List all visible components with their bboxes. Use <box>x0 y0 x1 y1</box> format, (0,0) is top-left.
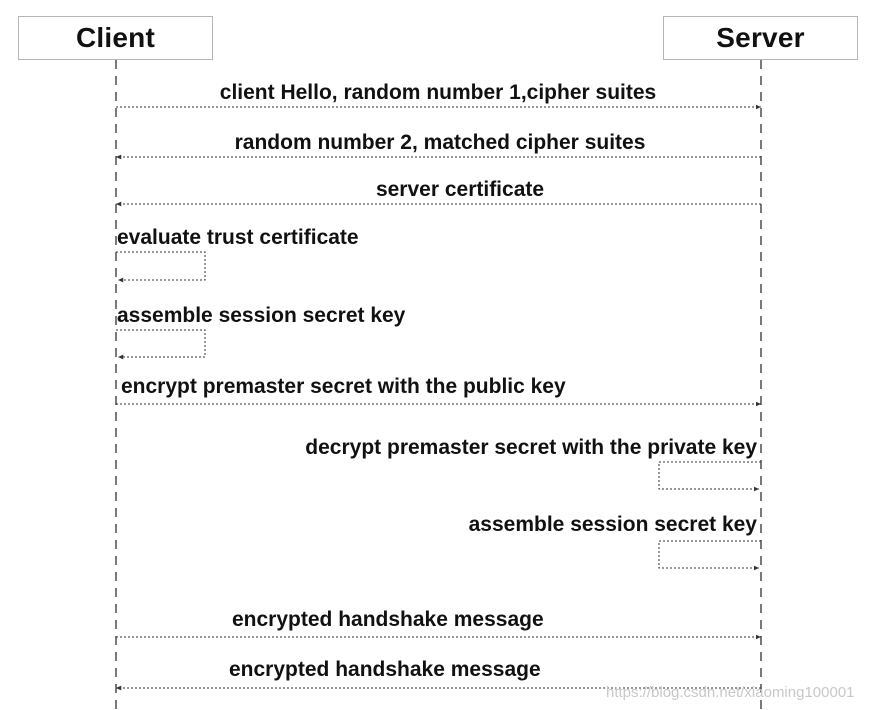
client-participant-box: Client <box>18 16 213 60</box>
message-label-10: encrypted handshake message <box>229 658 541 681</box>
server-participant-label: Server <box>716 22 805 53</box>
message-label-7: decrypt premaster secret with the privat… <box>305 436 757 459</box>
message-arrow-5 <box>116 329 206 360</box>
watermark: https://blog.csdn.net/xiaoming100001 <box>606 684 855 701</box>
client-participant-label: Client <box>76 22 155 53</box>
message-label-1: client Hello, random number 1,cipher sui… <box>219 81 657 104</box>
message-label-2: random number 2, matched cipher suites <box>234 131 646 154</box>
message-label-6: encrypt premaster secret with the public… <box>121 375 566 398</box>
message-label-8: assemble session secret key <box>468 513 757 536</box>
message-label-9: encrypted handshake message <box>232 608 544 631</box>
message-arrow-7 <box>658 461 761 492</box>
server-participant-box: Server <box>663 16 858 60</box>
message-label-5: assemble session secret key <box>117 304 406 327</box>
message-label-3: server certificate <box>375 178 545 201</box>
message-arrow-8 <box>658 540 761 571</box>
message-label-4: evaluate trust certificate <box>117 226 359 249</box>
message-arrow-4 <box>116 251 206 283</box>
